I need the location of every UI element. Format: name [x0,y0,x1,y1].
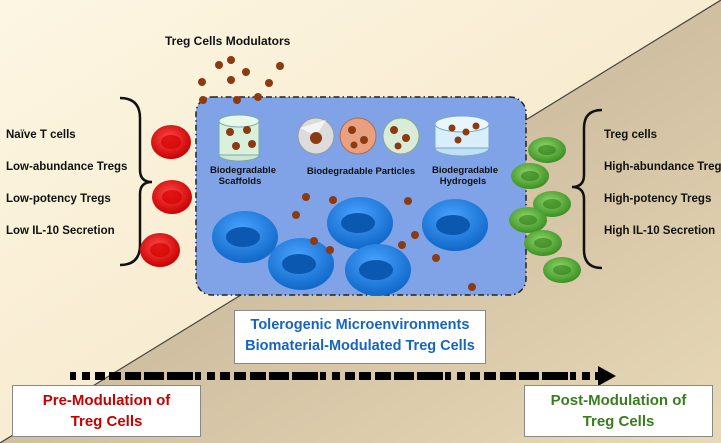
naive-t-cells [140,125,192,267]
left-label-naive: Naïve T cells [6,129,76,141]
green-cell [543,257,581,283]
right-label-abundance: High-abundance Tregs [604,161,721,173]
progression-arrow [70,366,616,386]
blue-cell [268,238,334,290]
biodegradable-scaffold [218,114,260,162]
left-label-il10: Low IL-10 Secretion [6,225,115,237]
center-caption-line1: Tolerogenic Microenvironments [250,317,470,333]
tolerogenic-cells [212,197,488,296]
particles-label: Biodegradable Particles [306,166,416,177]
hydrogels-label-line2: Hydrogels [439,176,487,187]
green-cell [509,207,547,233]
green-cell [533,191,571,217]
modulator-particles [198,56,476,291]
green-cell [528,137,566,163]
pre-modulation-box: Pre-Modulation of Treg Cells [12,385,201,437]
post-modulation-box: Post-Modulation of Treg Cells [524,385,713,437]
left-label-potency: Low-potency Tregs [6,193,111,205]
scaffolds-label: Biodegradable Scaffolds [210,165,276,187]
left-brace [119,96,153,267]
right-label-il10: High IL-10 Secretion [604,225,716,237]
pre-modulation-line2: Treg Cells [70,413,143,430]
blue-cell [422,199,488,251]
biodegradable-hydrogel [434,115,490,157]
center-caption-line2: Biomaterial-Modulated Treg Cells [245,338,475,354]
green-cell [524,230,562,256]
biodegradable-particles [297,117,420,155]
right-label-potency: High-potency Tregs [604,193,712,205]
hydrogels-label-line1: Biodegradable [432,165,498,176]
right-brace [571,108,603,270]
green-cell [511,163,549,189]
left-label-abundance: Low-abundance Tregs [6,161,128,173]
blue-cell [327,197,393,249]
hydrogels-label: Biodegradable Hydrogels [432,165,498,187]
blue-cell [212,211,278,263]
scaffolds-label-line1: Biodegradable [210,165,276,176]
center-caption-box: Tolerogenic Microenvironments Biomateria… [234,310,486,364]
post-modulation-line2: Treg Cells [582,413,655,430]
modulators-title: Treg Cells Modulators [165,34,291,48]
pre-modulation-line1: Pre-Modulation of [42,392,171,409]
blue-cell [345,244,411,296]
right-label-treg: Treg cells [604,129,658,141]
scaffolds-label-line2: Scaffolds [218,176,262,187]
post-modulation-line1: Post-Modulation of [550,392,687,409]
treg-cells [509,137,581,283]
